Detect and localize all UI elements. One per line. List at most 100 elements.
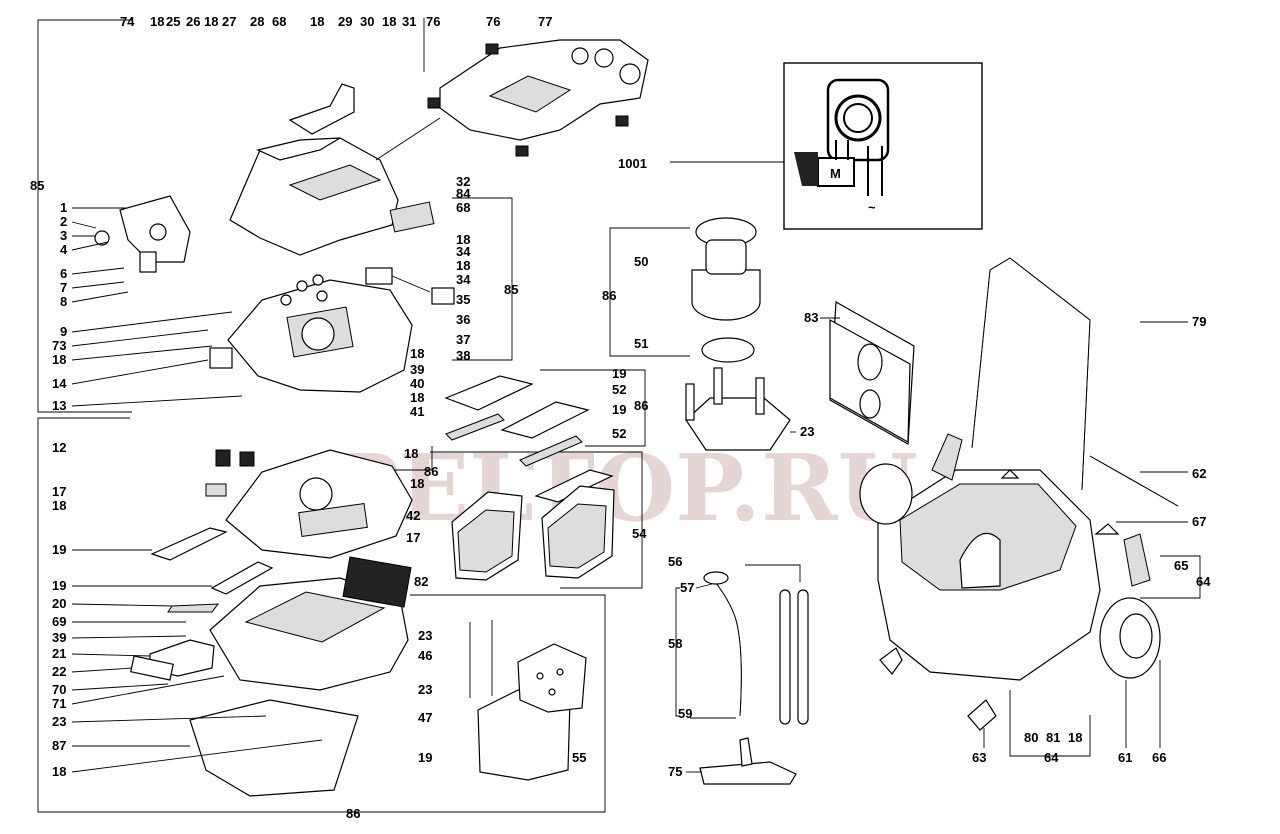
callout-18g: 18 <box>52 764 66 779</box>
callout-47: 47 <box>418 710 432 725</box>
callout-86c: 86 <box>634 398 648 413</box>
callout-69: 69 <box>52 614 66 629</box>
callout-23d: 23 <box>800 424 814 439</box>
callout-labels: 74 18 25 26 18 27 28 68 18 29 30 18 31 7… <box>30 14 1211 821</box>
callout-87: 87 <box>52 738 66 753</box>
callout-37: 37 <box>456 332 470 347</box>
callout-77: 77 <box>538 14 552 29</box>
callout-28: 28 <box>250 14 264 29</box>
callout-19b: 19 <box>52 578 66 593</box>
callout-18m: 18 <box>410 476 424 491</box>
lower-housing <box>130 556 412 691</box>
callout-71: 71 <box>52 696 66 711</box>
callout-79: 79 <box>1192 314 1206 329</box>
callout-23b: 23 <box>418 628 432 643</box>
callout-3: 3 <box>60 228 67 243</box>
top-cover-assembly <box>94 39 649 273</box>
callout-42: 42 <box>406 508 420 523</box>
callout-14: 14 <box>52 376 67 391</box>
callout-18l: 18 <box>404 446 418 461</box>
callout-83: 83 <box>804 310 818 325</box>
callout-39b: 39 <box>410 362 424 377</box>
callout-73: 73 <box>52 338 66 353</box>
callout-13: 13 <box>52 398 66 413</box>
callout-63: 63 <box>972 750 986 765</box>
callout-18e: 18 <box>52 352 66 367</box>
filter-housing <box>205 449 413 559</box>
callout-31: 31 <box>402 14 416 29</box>
callout-65: 65 <box>1174 558 1188 573</box>
callout-21: 21 <box>52 646 66 661</box>
callout-22: 22 <box>52 664 66 679</box>
callout-23: 23 <box>52 714 66 729</box>
callout-41: 41 <box>410 404 424 419</box>
callout-61: 61 <box>1118 750 1132 765</box>
callout-25: 25 <box>166 14 180 29</box>
callout-1: 1 <box>60 200 67 215</box>
callout-12: 12 <box>52 440 66 455</box>
suction-motor <box>685 217 791 451</box>
callout-18n: 18 <box>1068 730 1082 745</box>
main-tank <box>859 257 1179 731</box>
callout-80: 80 <box>1024 730 1038 745</box>
callout-52b: 52 <box>612 426 626 441</box>
callout-18h: 18 <box>456 232 470 247</box>
callout-52: 52 <box>612 382 626 397</box>
callout-7: 7 <box>60 280 67 295</box>
callout-82: 82 <box>414 574 428 589</box>
callout-55: 55 <box>572 750 586 765</box>
callout-19d: 19 <box>612 366 626 381</box>
callout-66: 66 <box>1152 750 1166 765</box>
callout-18d: 18 <box>382 14 396 29</box>
callout-46: 46 <box>418 648 432 663</box>
callout-17: 17 <box>52 484 66 499</box>
ac-symbol: ~ <box>868 200 876 215</box>
motor-head-housing <box>209 267 455 393</box>
callout-57: 57 <box>680 580 694 595</box>
gaskets <box>150 375 614 797</box>
callout-19c: 19 <box>418 750 432 765</box>
callout-19: 19 <box>52 542 66 557</box>
callout-18b: 18 <box>204 14 218 29</box>
callout-29: 29 <box>338 14 352 29</box>
callout-1001: 1001 <box>618 156 647 171</box>
callout-19e: 19 <box>612 402 626 417</box>
callout-9: 9 <box>60 324 67 339</box>
callout-39: 39 <box>52 630 66 645</box>
callout-34: 34 <box>456 244 471 259</box>
callout-85b: 85 <box>504 282 518 297</box>
callout-81: 81 <box>1046 730 1060 745</box>
callout-64: 64 <box>1196 574 1211 589</box>
motor-symbol: M <box>830 166 841 181</box>
filter-bag <box>829 301 915 445</box>
callout-26: 26 <box>186 14 200 29</box>
hose-and-tubes <box>699 571 809 785</box>
callout-2: 2 <box>60 214 67 229</box>
callout-18f: 18 <box>52 498 66 513</box>
callout-34b: 34 <box>456 272 471 287</box>
callout-38: 38 <box>456 348 470 363</box>
callout-86b: 86 <box>346 806 360 821</box>
callout-35: 35 <box>456 292 470 307</box>
callout-30: 30 <box>360 14 374 29</box>
leader-lines <box>71 207 1188 773</box>
callout-17b: 17 <box>406 530 420 545</box>
callout-75: 75 <box>668 764 682 779</box>
callout-84: 84 <box>456 186 471 201</box>
callout-68b: 68 <box>456 200 470 215</box>
callout-68: 68 <box>272 14 286 29</box>
cartridge-filters <box>451 485 615 581</box>
callout-18k: 18 <box>410 390 424 405</box>
callout-40: 40 <box>410 376 424 391</box>
callout-27: 27 <box>222 14 236 29</box>
callout-36: 36 <box>456 312 470 327</box>
callout-8: 8 <box>60 294 67 309</box>
callout-76: 76 <box>426 14 440 29</box>
callout-18c: 18 <box>310 14 324 29</box>
wiring-schematic-box: M ~ <box>783 62 983 230</box>
callout-18: 18 <box>150 14 164 29</box>
bracket-lines <box>37 18 1201 813</box>
collection-box <box>469 620 587 781</box>
callout-70: 70 <box>52 682 66 697</box>
